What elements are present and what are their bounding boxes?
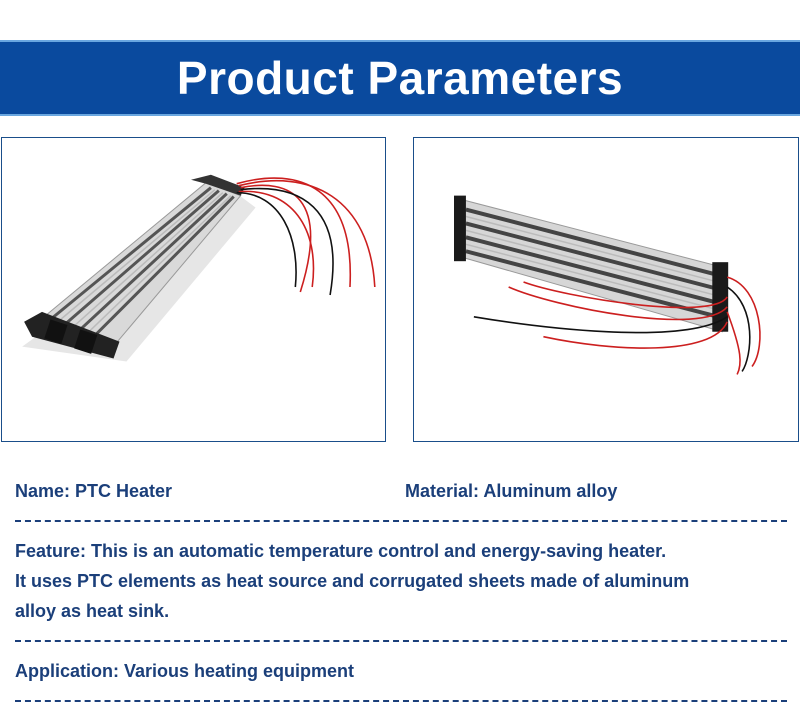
spec-application: Application: Various heating equipment [15, 661, 355, 681]
ptc-heater-image-flat [22, 174, 376, 362]
divider-3 [15, 700, 787, 702]
product-photo-right [413, 137, 799, 442]
spec-feature-line2: It uses PTC elements as heat source and … [15, 571, 690, 591]
spec-name: Name: PTC Heater [15, 481, 173, 501]
divider-1 [15, 520, 787, 522]
divider-2 [15, 640, 787, 642]
spec-feature-line1: Feature: This is an automatic temperatur… [15, 541, 667, 561]
ptc-heater-image-standing [454, 195, 761, 375]
spec-feature-line3: alloy as heat sink. [15, 601, 170, 621]
page-title: Product Parameters [176, 52, 624, 104]
title-banner: Product Parameters [0, 40, 800, 116]
spec-material: Material: Aluminum alloy [405, 481, 618, 501]
product-photo-left [1, 137, 386, 442]
